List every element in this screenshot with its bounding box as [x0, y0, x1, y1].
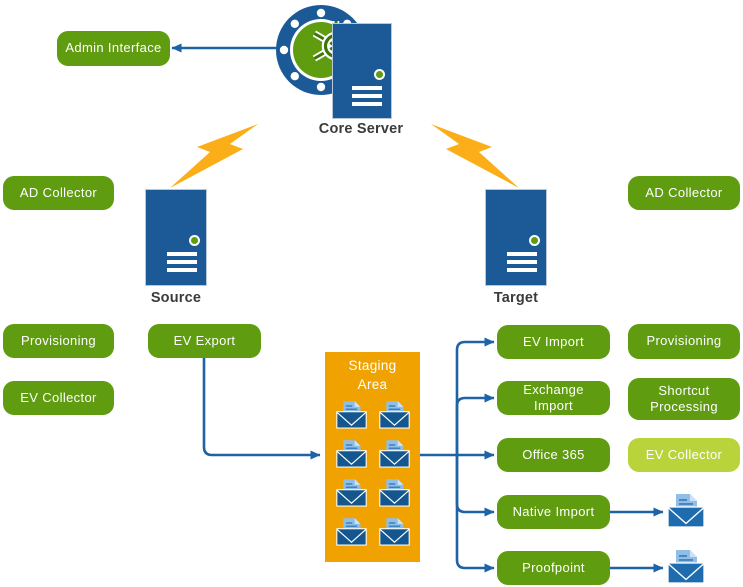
- native-import-envelope-icon[interactable]: [667, 494, 705, 528]
- open-envelope-icon: [336, 440, 367, 468]
- node-office-365[interactable]: Office 365: [497, 438, 610, 472]
- open-envelope-icon: [379, 440, 410, 468]
- staging-envelope-grid: [336, 401, 410, 546]
- node-ev-collector-left[interactable]: EV Collector: [3, 381, 114, 415]
- node-shortcut-processing[interactable]: Shortcut Processing: [628, 378, 740, 420]
- node-provisioning-left[interactable]: Provisioning: [3, 324, 114, 358]
- arrow-evexport-to-staging: [202, 358, 321, 460]
- arrow-branch-to-proofpoint: [455, 455, 495, 573]
- node-provisioning-right[interactable]: Provisioning: [628, 324, 740, 359]
- core-server-tower[interactable]: [333, 24, 391, 118]
- proofpoint-envelope-icon[interactable]: [667, 550, 705, 584]
- node-ev-export[interactable]: EV Export: [148, 324, 261, 358]
- open-envelope-icon: [379, 479, 410, 507]
- node-admin-interface[interactable]: Admin Interface: [57, 31, 170, 66]
- node-exchange-import[interactable]: Exchange Import: [497, 381, 610, 415]
- power-led-icon: [376, 71, 383, 78]
- open-envelope-icon: [336, 518, 367, 546]
- target-server-tower[interactable]: [486, 190, 546, 285]
- open-envelope-icon: [336, 479, 367, 507]
- connectors: [171, 43, 664, 573]
- open-envelope-icon: [379, 518, 410, 546]
- target-label: Target: [493, 290, 539, 306]
- staging-area[interactable]: Staging Area: [325, 352, 420, 562]
- source-server-tower[interactable]: [146, 190, 206, 285]
- drive-bays-icon: [507, 252, 537, 272]
- arrow-branch-to-evimport: [455, 337, 495, 455]
- open-envelope-icon: [379, 401, 410, 429]
- lightning-bolt-left-icon: [170, 124, 258, 188]
- node-ad-collector-left[interactable]: AD Collector: [3, 176, 114, 210]
- node-ev-import[interactable]: EV Import: [497, 325, 610, 359]
- source-label: Source: [150, 290, 202, 306]
- arrow-branch-to-exchangeimport: [455, 393, 495, 455]
- node-ad-collector-right[interactable]: AD Collector: [628, 176, 740, 210]
- drive-bays-icon: [352, 86, 382, 106]
- power-led-icon: [191, 237, 198, 244]
- core-server-label: Core Server: [318, 121, 404, 137]
- drive-bays-icon: [167, 252, 197, 272]
- staging-area-label: Staging Area: [348, 358, 397, 392]
- open-envelope-icon: [336, 401, 367, 429]
- power-led-icon: [531, 237, 538, 244]
- node-ev-collector-right[interactable]: EV Collector: [628, 438, 740, 472]
- arrow-branch-to-nativeimport: [455, 455, 495, 517]
- node-native-import[interactable]: Native Import: [497, 495, 610, 529]
- node-proofpoint[interactable]: Proofpoint: [497, 551, 610, 585]
- lightning-bolt-right-icon: [431, 124, 519, 188]
